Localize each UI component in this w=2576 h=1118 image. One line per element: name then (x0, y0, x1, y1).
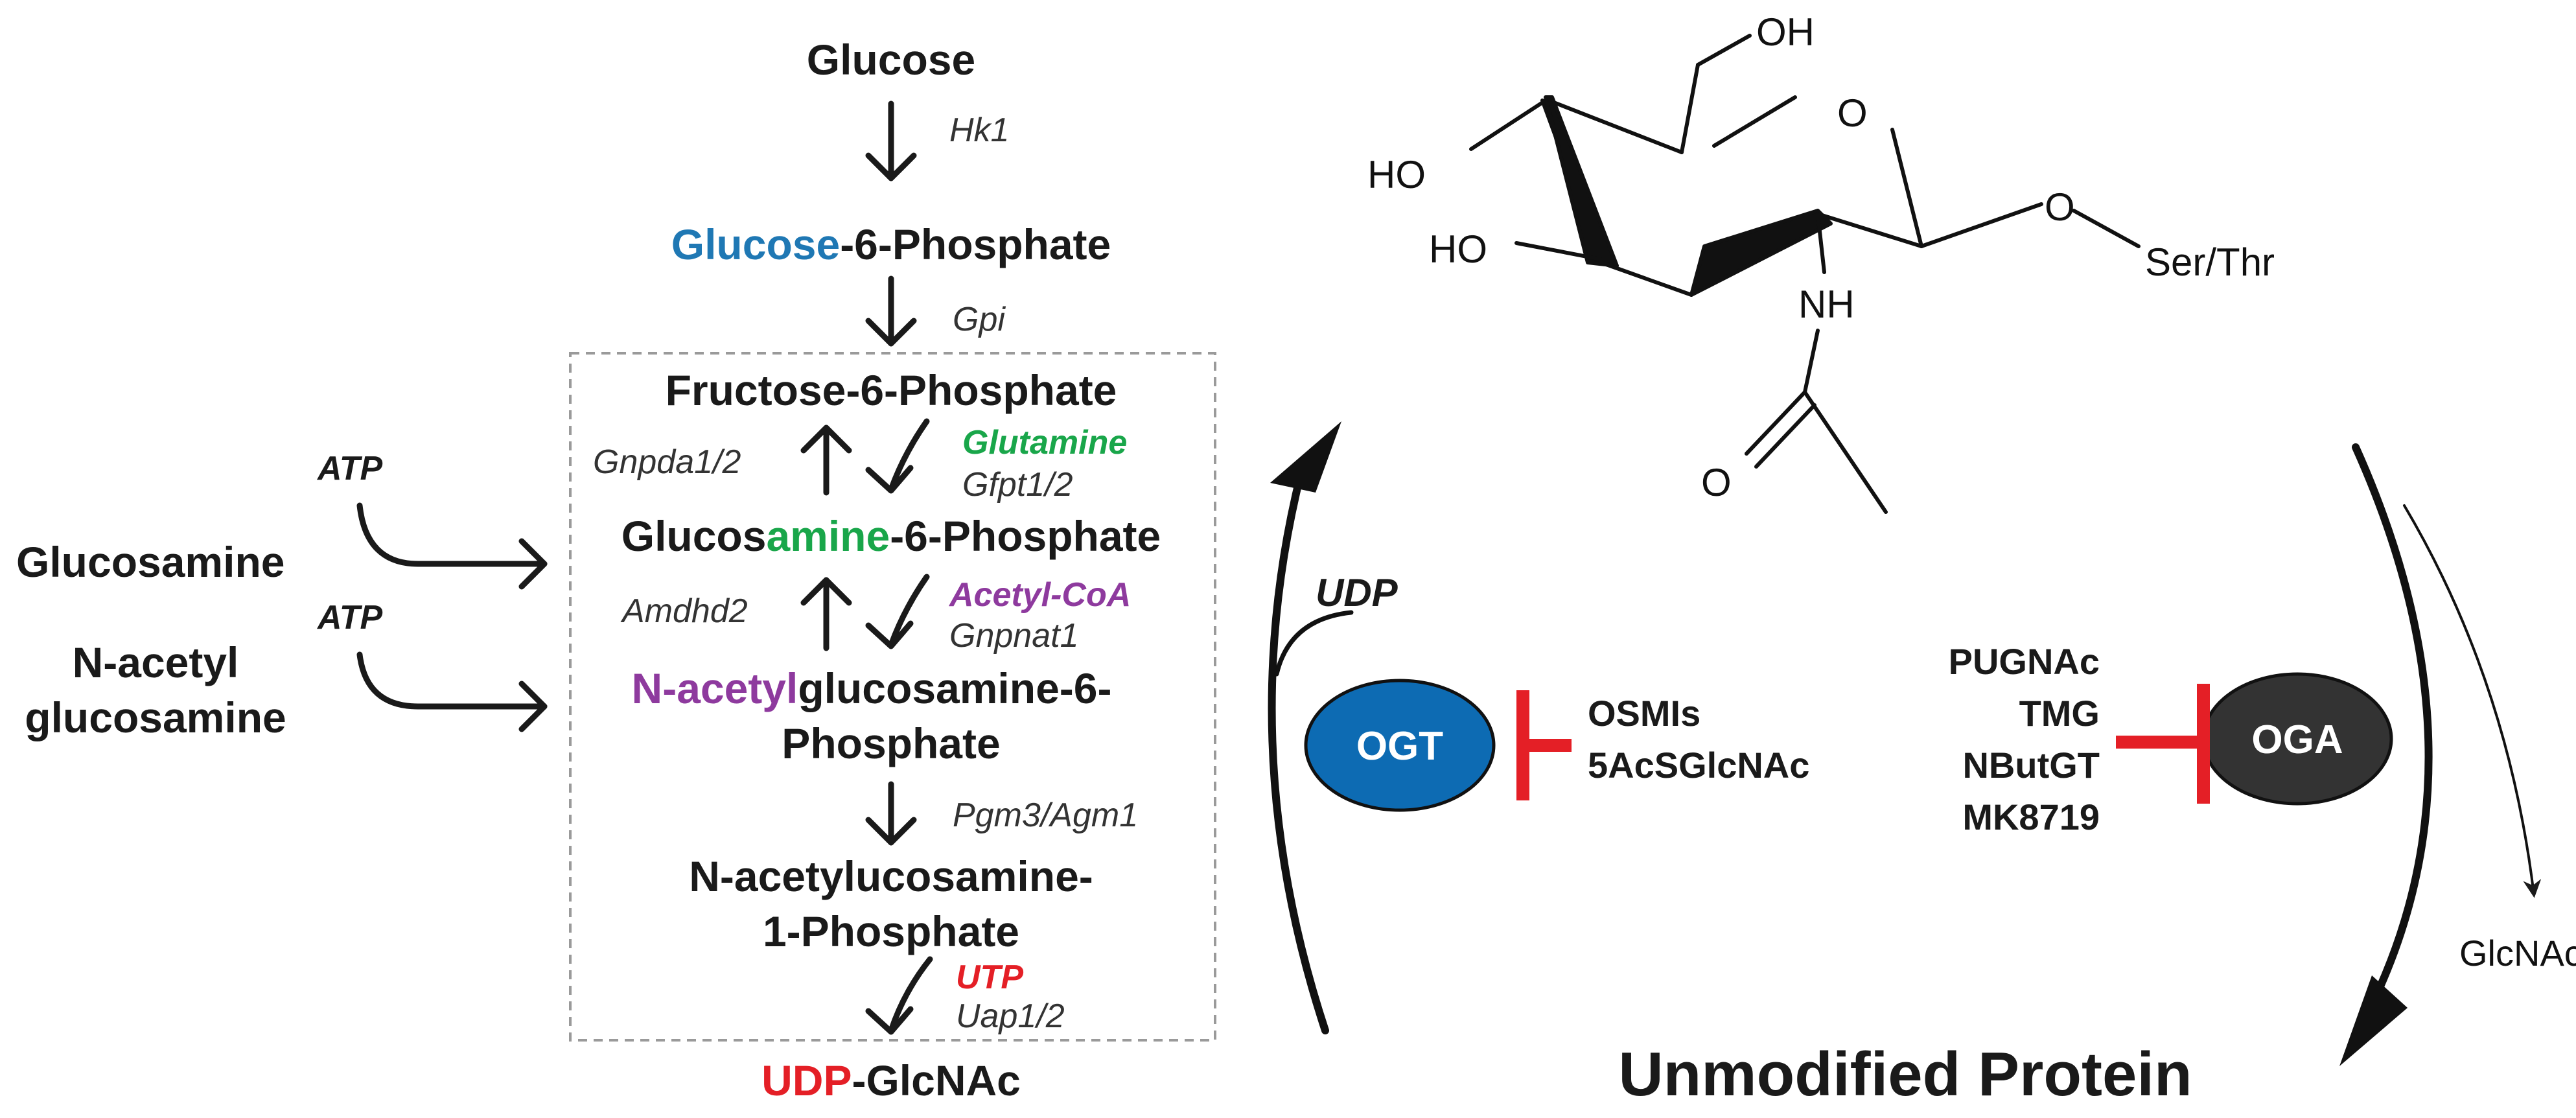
glutamine-label: Glutamine (962, 424, 1127, 461)
ogt-cycle-arc (1268, 463, 1329, 1034)
g6p-suffix: -6-Phosphate (840, 220, 1111, 268)
gln6p-c: -6-Phosphate (890, 512, 1161, 560)
udp-glcnac-label: UDP-GlcNAc (761, 1056, 1021, 1104)
ogt-arc-arrowhead (1270, 421, 1341, 493)
oh-top-label: OH (1756, 10, 1815, 54)
ser-thr-label: Ser/Thr (2145, 240, 2275, 284)
arrow-gfpt-down (865, 418, 930, 494)
oga-inhibition-bar (2116, 684, 2210, 804)
glcnac-release-label: GlcNAc (2459, 933, 2576, 973)
arrow-uap (865, 956, 933, 1035)
glucose-6-phosphate-label: Glucose-6-Phosphate (671, 220, 1111, 268)
gfpt-enzyme: Gfpt1/2 (962, 466, 1073, 504)
oga-cycle-arc (2352, 443, 2433, 1028)
nh-label: NH (1798, 283, 1855, 326)
gln6p-a: Glucos (621, 512, 767, 560)
arrow-glucose-g6p (865, 100, 917, 181)
gln6p-b: amine (766, 512, 890, 560)
nacgl6p-a: N-acetyl (632, 664, 798, 712)
udp-release-label: UDP (1316, 571, 1398, 614)
arrow-amdhd2-up (800, 577, 852, 651)
gnpnat-enzyme: Gnpnat1 (949, 617, 1079, 655)
arrow-g6p-f6p (865, 275, 917, 347)
ho-left-top-label: HO (1367, 153, 1426, 196)
hk1-enzyme: Hk1 (949, 111, 1009, 149)
ogt-inhibition-bar (1516, 690, 1572, 800)
pgm3-enzyme: Pgm3/Agm1 (953, 797, 1138, 834)
udp-suffix: -GlcNAc (852, 1056, 1020, 1104)
ring-o-label: O (1837, 91, 1868, 135)
glucose-label: Glucose (807, 36, 975, 84)
unmodified-protein-label: Unmodified Protein (1618, 1040, 2192, 1109)
acetylcoa-label: Acetyl-CoA (948, 576, 1131, 614)
arrow-pgm3 (865, 781, 917, 846)
g6p-prefix: Glucose (671, 220, 840, 268)
nacgl6p-b: glucosamine-6- (798, 664, 1111, 712)
uap-enzyme: Uap1/2 (956, 997, 1065, 1035)
udp-release-curve (1274, 610, 1354, 677)
n-acetylglucosamine-1-phosphate-line2: 1-Phosphate (763, 907, 1019, 955)
ogt-inhibitor-1: OSMIs (1588, 693, 1700, 734)
o-glcnac-structure (1469, 34, 2141, 514)
n-acetylglucosamine-6-phosphate-label: N-acetylglucosamine-6- (632, 664, 1112, 712)
arrow-glucosamine-salvage (356, 502, 548, 590)
ogt-inhibitor-2: 5AcSGlcNAc (1588, 745, 1809, 786)
arrow-gnpda-up (800, 425, 852, 496)
carbonyl-o-label: O (1701, 461, 1732, 504)
oga-arc-arrowhead (2339, 975, 2408, 1066)
oga-inhibitor-1: PUGNAc (1949, 641, 2100, 682)
nacgl6p-line2: Phosphate (782, 719, 1000, 767)
ogt-label: OGT (1356, 724, 1443, 769)
ogt-enzyme-shape (1304, 679, 1496, 812)
oga-inhibitor-4: MK8719 (1962, 797, 2100, 837)
arrow-gnpnat-down (865, 574, 930, 649)
ho-left-bottom-label: HO (1429, 227, 1487, 271)
oga-label: OGA (2251, 717, 2343, 762)
atp-label-2: ATP (316, 599, 382, 636)
gpi-enzyme: Gpi (953, 301, 1006, 338)
fructose-6-phosphate-label: Fructose-6-Phosphate (666, 366, 1117, 414)
n-acetyl-label-line2: glucosamine (25, 693, 286, 741)
glucosamine-label: Glucosamine (16, 538, 284, 586)
n-acetyl-label-line1: N-acetyl (73, 638, 239, 686)
utp-label: UTP (956, 959, 1023, 996)
oga-inhibitor-2: TMG (2019, 693, 2100, 734)
arrow-nacetyl-salvage (356, 651, 548, 732)
glucosamine-6-phosphate-label: Glucosamine-6-Phosphate (621, 512, 1161, 560)
oga-inhibitor-3: NButGT (1962, 745, 2100, 786)
udp-prefix: UDP (761, 1056, 852, 1104)
n-acetylglucosamine-1-phosphate-line1: N-acetylucosamine- (689, 852, 1093, 900)
atp-label-1: ATP (316, 450, 382, 487)
gnpda-enzyme: Gnpda1/2 (593, 443, 741, 481)
glcnac-release-curve (2403, 504, 2542, 898)
hbp-box (569, 352, 1216, 1042)
amdhd2-enzyme: Amdhd2 (620, 592, 748, 630)
link-o-label: O (2045, 185, 2075, 229)
